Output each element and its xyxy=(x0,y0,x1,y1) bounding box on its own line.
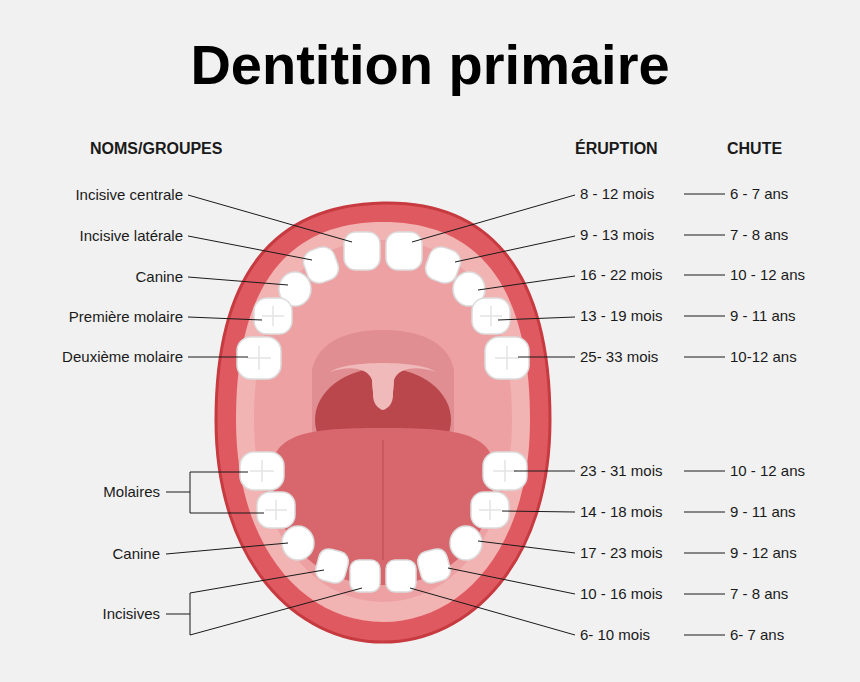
column-header: ÉRUPTION xyxy=(575,140,658,158)
eruption-age: 6- 10 mois xyxy=(580,626,650,644)
tooth-name: Canine xyxy=(112,545,160,563)
tooth-name: Première molaire xyxy=(69,308,183,326)
tooth-name: Deuxième molaire xyxy=(62,348,183,366)
tooth-name: Incisive centrale xyxy=(75,186,183,204)
eruption-age: 8 - 12 mois xyxy=(580,185,654,203)
eruption-age: 25- 33 mois xyxy=(580,348,658,366)
column-header: CHUTE xyxy=(727,140,782,158)
leader-lines xyxy=(166,194,725,635)
column-header: NOMS/GROUPES xyxy=(90,140,222,158)
eruption-age: 13 - 19 mois xyxy=(580,307,663,325)
title: Dentition primaire xyxy=(0,33,860,97)
eruption-age: 14 - 18 mois xyxy=(580,503,663,521)
shedding-age: 7 - 8 ans xyxy=(730,585,788,603)
tooth-group: Molaires xyxy=(103,483,160,501)
shedding-age: 9 - 12 ans xyxy=(730,544,797,562)
eruption-age: 23 - 31 mois xyxy=(580,462,663,480)
tooth-name: Incisive latérale xyxy=(80,227,183,245)
eruption-age: 17 - 23 mois xyxy=(580,544,663,562)
shedding-age: 9 - 11 ans xyxy=(730,503,796,521)
shedding-age: 9 - 11 ans xyxy=(730,307,796,325)
shedding-age: 10 - 12 ans xyxy=(730,266,805,284)
shedding-age: 6 - 7 ans xyxy=(730,185,788,203)
shedding-age: 10 - 12 ans xyxy=(730,462,805,480)
shedding-age: 10-12 ans xyxy=(730,348,797,366)
shedding-age: 6- 7 ans xyxy=(730,626,784,644)
eruption-age: 9 - 13 mois xyxy=(580,226,654,244)
eruption-age: 16 - 22 mois xyxy=(580,266,663,284)
tooth-group: Incisives xyxy=(102,605,160,623)
shedding-age: 7 - 8 ans xyxy=(730,226,788,244)
tooth-name: Canine xyxy=(135,268,183,286)
eruption-age: 10 - 16 mois xyxy=(580,585,663,603)
